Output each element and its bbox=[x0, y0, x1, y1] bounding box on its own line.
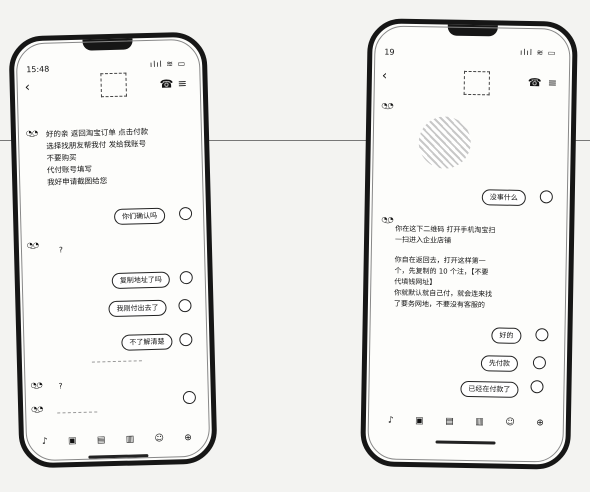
back-icon[interactable]: ‹ bbox=[24, 80, 31, 96]
message-outgoing: 好的 bbox=[491, 327, 522, 344]
camera-icon[interactable]: ▥ bbox=[125, 434, 135, 445]
seller-avatar: ◔͜◔ bbox=[25, 128, 39, 138]
input-toolbar: ♪ ▣ ▤ ▥ ☺ ⊕ bbox=[388, 416, 544, 429]
seller-avatar: ◔͜◔ bbox=[30, 380, 43, 390]
voice-icon[interactable]: ♪ bbox=[387, 415, 394, 426]
image-icon[interactable]: ▣ bbox=[67, 436, 77, 447]
seller-avatar: ◔͜◔ bbox=[381, 101, 394, 110]
message-outgoing: 没事什么 bbox=[481, 189, 526, 206]
signal-battery-icon: ılıl ≋ ▭ bbox=[520, 47, 557, 58]
menu-icon[interactable]: ≡ bbox=[547, 76, 558, 90]
divider bbox=[91, 360, 142, 363]
message-incoming: ? bbox=[58, 381, 63, 391]
message-incoming: ? bbox=[58, 245, 64, 255]
menu-icon[interactable]: ≡ bbox=[177, 77, 188, 91]
message-line: 了要务网地，不要没有客服的 bbox=[393, 299, 486, 310]
phone-icon[interactable]: ☎ bbox=[159, 77, 174, 91]
plus-icon[interactable]: ⊕ bbox=[536, 418, 544, 429]
album-icon[interactable]: ▤ bbox=[96, 435, 106, 446]
message-outgoing: 已经在付款了 bbox=[460, 380, 519, 398]
home-indicator[interactable] bbox=[435, 440, 496, 445]
phone-frame-left: 15:48 ılıl ≋ ▭ ‹ ☎ ≡ ◔͜◔ 好的亲 返回淘宝订单 点击付款… bbox=[8, 31, 218, 469]
status-time: 19 bbox=[384, 47, 395, 57]
user-avatar bbox=[539, 190, 553, 204]
message-outgoing: 不了解清楚 bbox=[121, 333, 173, 351]
user-avatar bbox=[178, 206, 193, 221]
contact-avatar[interactable] bbox=[463, 70, 491, 96]
emoji-icon[interactable]: ☺ bbox=[505, 417, 515, 428]
user-avatar bbox=[182, 390, 197, 405]
contact-avatar[interactable] bbox=[100, 72, 127, 98]
user-avatar bbox=[179, 332, 193, 347]
status-time: 15:48 bbox=[26, 64, 50, 75]
signal-battery-icon: ılıl ≋ ▭ bbox=[149, 59, 187, 69]
user-avatar bbox=[178, 298, 192, 313]
message-outgoing: 复制地址了吗 bbox=[111, 271, 171, 290]
album-icon[interactable]: ▤ bbox=[445, 416, 454, 427]
typing-indicator bbox=[57, 411, 98, 414]
emoji-icon[interactable]: ☺ bbox=[154, 433, 165, 444]
scan-crease-line bbox=[0, 140, 590, 141]
message-line: 我好申请截图给您 bbox=[47, 176, 108, 187]
voice-icon[interactable]: ♪ bbox=[41, 436, 48, 447]
input-toolbar: ♪ ▣ ▤ ▥ ☺ ⊕ bbox=[42, 433, 192, 447]
back-icon[interactable]: ‹ bbox=[381, 68, 388, 84]
user-avatar bbox=[179, 270, 193, 285]
user-avatar bbox=[530, 380, 544, 394]
plus-icon[interactable]: ⊕ bbox=[184, 433, 193, 444]
message-incoming: 你在这下二维码 打开手机淘宝扫 一扫进入企业店铺 你自在返回去，打开这样第一 个… bbox=[394, 224, 496, 312]
seller-avatar: ◔͜◔ bbox=[381, 215, 394, 224]
phone-notch bbox=[82, 36, 133, 51]
phone-notch bbox=[447, 22, 498, 37]
message-outgoing: 我刚付出去了 bbox=[108, 299, 167, 318]
message-outgoing: 你们确认吗 bbox=[113, 207, 166, 225]
message-incoming: 好的亲 返回淘宝订单 点击付款 选择找朋友帮我付 发给我账号 不要购买 代付账号… bbox=[46, 126, 150, 189]
phone-icon[interactable]: ☎ bbox=[527, 76, 542, 90]
message-outgoing: 先付款 bbox=[480, 355, 519, 372]
phone-frame-right: 19 ılıl ≋ ▭ ‹ ☎ ≡ ◔͜◔ 没事什么 ◔͜◔ 你在这下二维码 打… bbox=[360, 18, 578, 470]
user-avatar bbox=[535, 328, 549, 342]
image-icon[interactable]: ▣ bbox=[415, 416, 424, 427]
user-avatar bbox=[532, 356, 547, 370]
camera-icon[interactable]: ▥ bbox=[475, 417, 484, 428]
qr-code-image[interactable] bbox=[418, 116, 472, 170]
home-indicator[interactable] bbox=[88, 454, 149, 459]
seller-avatar: ◔͜◔ bbox=[26, 240, 40, 250]
message-line: 一扫进入企业店铺 bbox=[394, 235, 452, 245]
seller-avatar: ◔͜◔ bbox=[31, 404, 44, 414]
